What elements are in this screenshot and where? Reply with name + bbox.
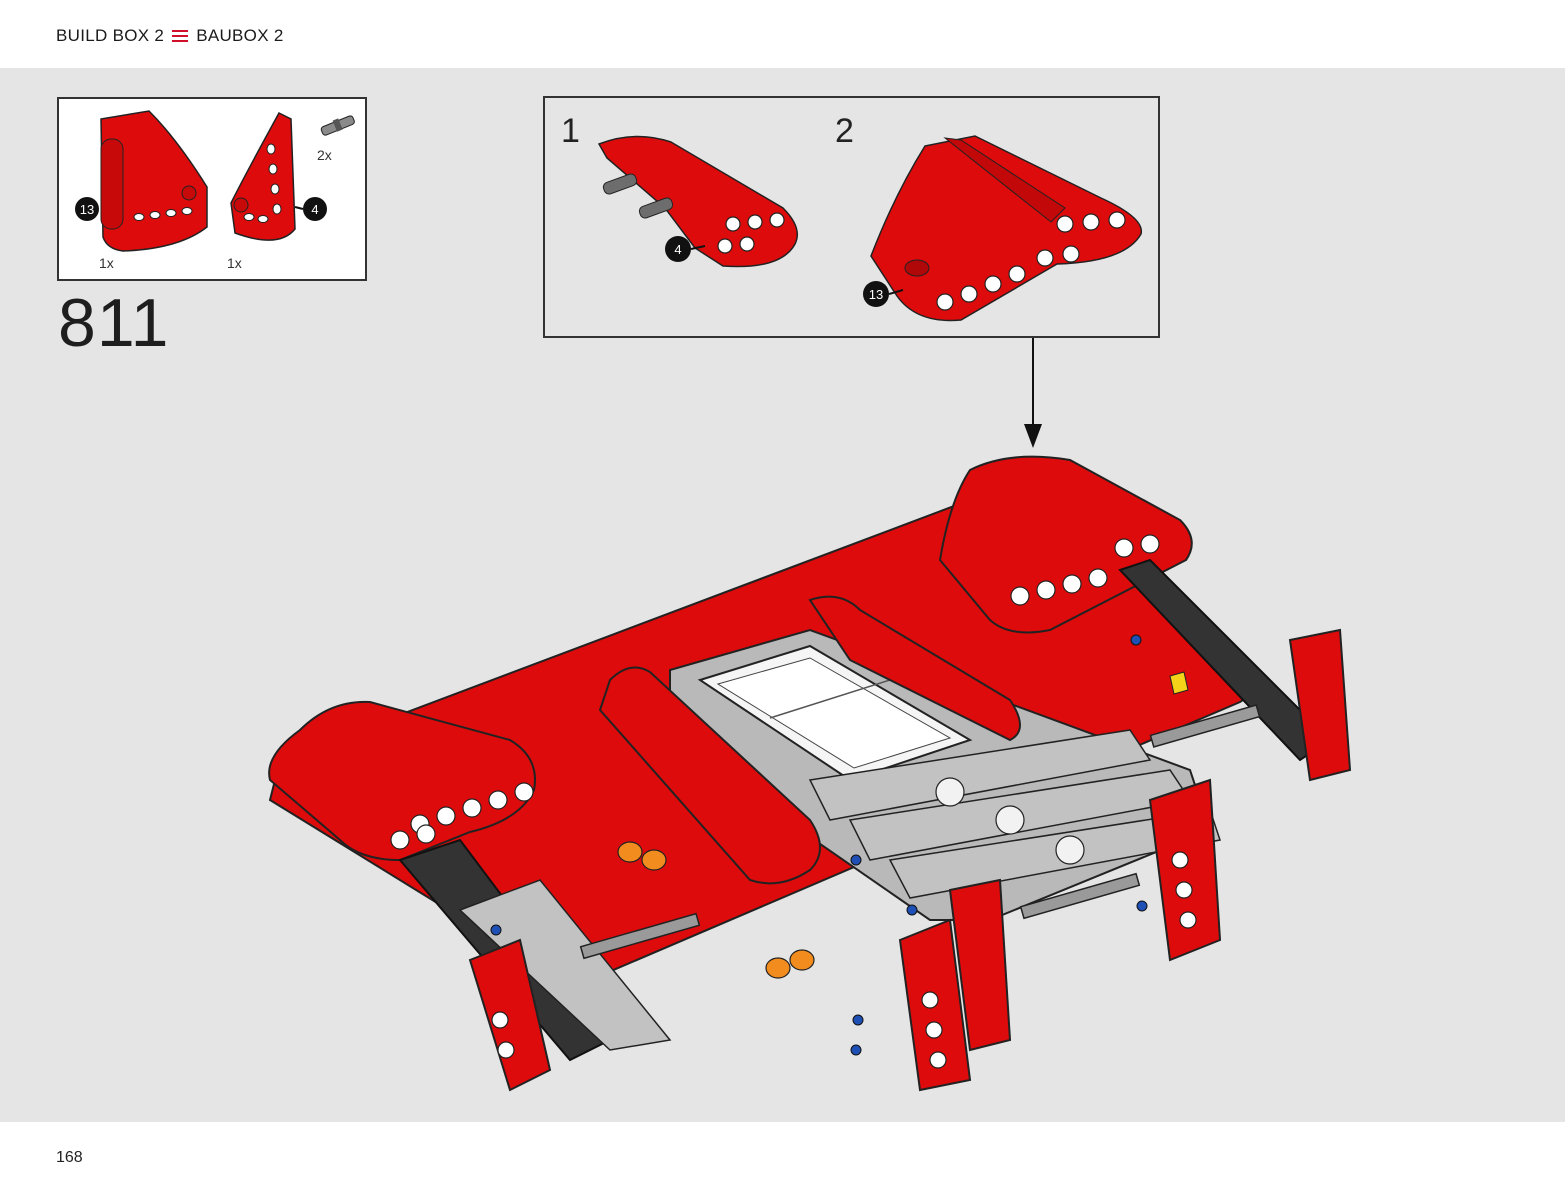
sub-step-1-label: 1: [561, 112, 580, 150]
parts-illustration: 13 4: [75, 110, 355, 252]
grey-pin-icon: [320, 115, 355, 136]
page-header: BUILD BOX 2 BAUBOX 2: [0, 0, 1565, 68]
sub-marker-13-text: 13: [869, 287, 883, 302]
sub-step-2-part-icon: [870, 135, 1142, 322]
sub-marker-4-text: 4: [674, 242, 681, 257]
main-model-illustration: [268, 455, 1352, 1092]
red-panel-left-icon: [100, 110, 208, 252]
step-number: 811: [58, 285, 170, 361]
down-arrow-icon: [1024, 338, 1042, 448]
parts-list-box: 13 4 1x 1x 2x: [57, 97, 367, 281]
sub-step-1-part-icon: [597, 135, 798, 268]
sub-marker-4-icon: 4: [665, 236, 691, 262]
red-panel-right-icon: [230, 112, 296, 241]
baubox-label: BAUBOX 2: [196, 26, 284, 45]
sub-step-2-label: 2: [835, 112, 854, 150]
build-box-title: BUILD BOX 2 BAUBOX 2: [56, 26, 284, 46]
page-number: 168: [56, 1149, 83, 1166]
quantity-pin: 2x: [317, 147, 332, 163]
sub-assembly-callout: 1 2 4: [543, 96, 1160, 338]
marker-4-icon: 4: [303, 197, 327, 221]
build-box-label: BUILD BOX 2: [56, 26, 165, 45]
marker-13-text: 13: [80, 202, 94, 217]
three-bars-icon: [172, 30, 189, 42]
sub-marker-13-icon: 13: [863, 281, 889, 307]
marker-13-icon: 13: [75, 197, 99, 221]
sub-assembly-illustration: 4 13: [597, 135, 1142, 322]
quantity-left: 1x: [99, 255, 114, 271]
quantity-right: 1x: [227, 255, 242, 271]
marker-4-text: 4: [311, 202, 318, 217]
